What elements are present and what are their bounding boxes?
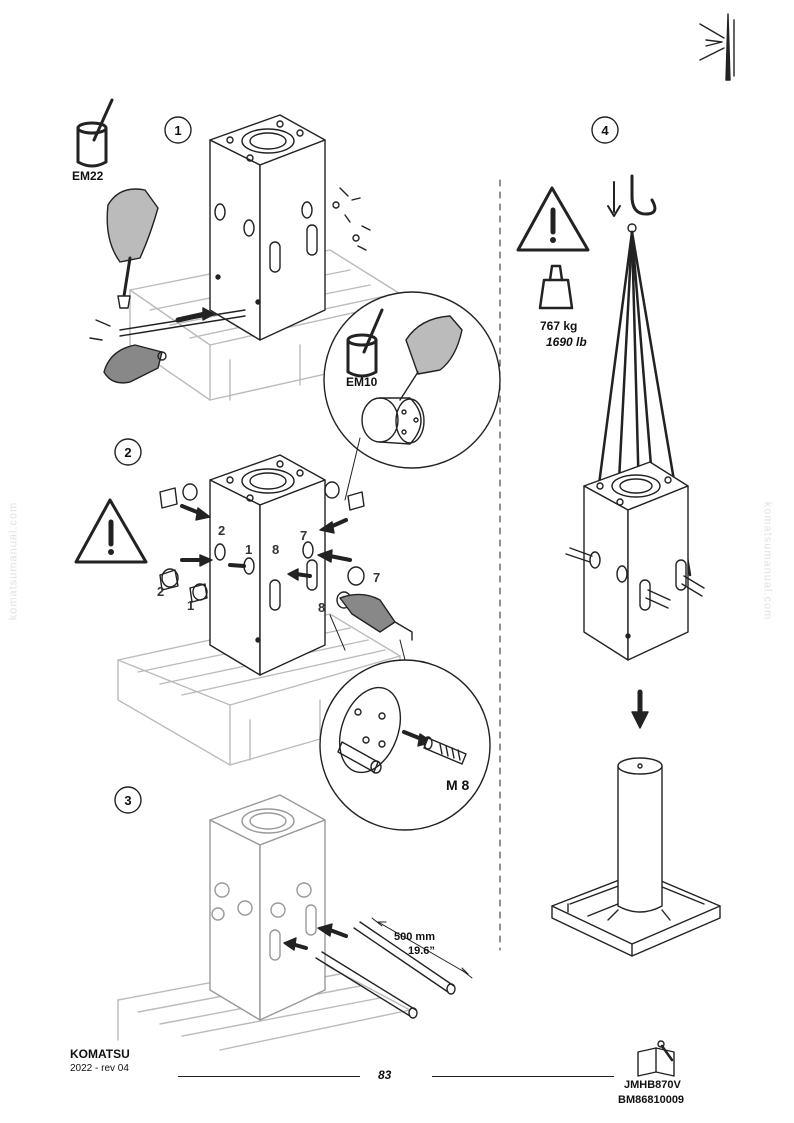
chapter-tool-icon <box>699 13 735 81</box>
hand-inserting-bushing <box>329 593 413 651</box>
step-1-number: 1 <box>174 123 181 138</box>
footer-rule-left <box>178 1076 360 1077</box>
paint-can-icon <box>76 98 114 168</box>
page-number: 83 <box>378 1068 392 1082</box>
housing-block <box>209 794 326 1021</box>
insertion-arrows <box>283 923 348 951</box>
bolt-size-label: M 8 <box>446 777 470 793</box>
hand-holding-pin <box>89 319 167 384</box>
weight-lb-label: 1690 lb <box>546 335 587 349</box>
material-em22-label: EM22 <box>72 169 104 183</box>
detail-bubble-m8 <box>319 639 491 831</box>
weight-icon <box>538 264 574 310</box>
material-em10-label: EM10 <box>346 375 378 389</box>
step-3-number: 3 <box>124 793 131 808</box>
housing-block <box>209 114 326 341</box>
step-2-number: 2 <box>124 445 131 460</box>
insertion-arrows <box>180 504 352 581</box>
weight-kg-label: 767 kg <box>540 319 577 333</box>
warning-triangle-icon <box>74 498 148 564</box>
crane-hook-icon <box>607 174 657 233</box>
footer-rule-right <box>432 1076 614 1077</box>
position-label-7-housing: 7 <box>300 528 307 543</box>
serial-code: BM86810009 <box>618 1094 685 1106</box>
housing-block <box>565 461 705 661</box>
detail-bubble-em10 <box>323 291 501 501</box>
manual-book-icon <box>637 1040 675 1077</box>
position-label-1-bushing: 1 <box>187 598 194 613</box>
brand-name: KOMATSU <box>70 1047 130 1061</box>
step-3-illustration: 3 <box>114 786 473 1051</box>
step-2-illustration: 2 <box>74 438 491 831</box>
step-4-number: 4 <box>601 123 609 138</box>
position-label-8-bushing: 8 <box>318 600 325 615</box>
position-label-7-bushing: 7 <box>373 570 380 585</box>
position-label-2-housing: 2 <box>218 523 225 538</box>
model-code: JMHB870V <box>624 1079 681 1091</box>
position-label-8-housing: 8 <box>272 542 279 557</box>
hand-with-brush <box>106 188 159 309</box>
cylinder-on-stand <box>551 757 721 957</box>
step-4-illustration: 4 <box>516 116 721 957</box>
rod-length-inch: 19.6” <box>408 945 435 957</box>
guide-rod <box>315 917 473 1019</box>
step-1-illustration: 1 EM22 <box>72 98 501 501</box>
warning-triangle-icon <box>516 186 590 252</box>
housing-block <box>209 454 326 676</box>
revision-text: 2022 - rev 04 <box>70 1063 129 1074</box>
position-label-2-bushing: 2 <box>157 584 164 599</box>
rod-length-mm: 500 mm <box>394 931 435 943</box>
position-label-1-housing: 1 <box>245 542 252 557</box>
